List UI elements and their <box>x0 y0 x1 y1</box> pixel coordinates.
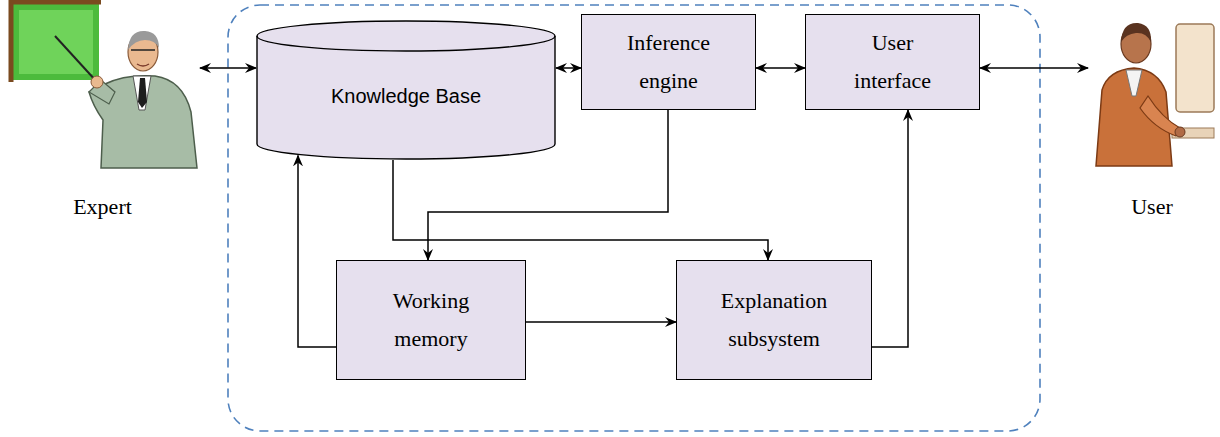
process-box: User interface <box>805 14 980 110</box>
node-label: Inference engine <box>614 24 724 100</box>
node-label: Expert <box>73 188 132 226</box>
user-illustration-part <box>1126 70 1142 96</box>
expert-illustration-part <box>11 2 101 82</box>
connector-arrow <box>526 321 676 323</box>
node-label: User <box>1131 188 1173 226</box>
node-label: Working memory <box>371 282 491 358</box>
connector-arrow <box>556 67 581 69</box>
process-box: Inference engine <box>581 14 756 110</box>
process-box: Explanation subsystem <box>676 260 872 380</box>
connector-arrow <box>872 110 908 347</box>
user-illustration-part <box>1175 127 1185 137</box>
process-box: Working memory <box>336 260 526 380</box>
cylinder-body <box>257 21 555 159</box>
expert-illustration-part <box>128 31 159 50</box>
expert-illustration-part <box>55 36 97 82</box>
expert-illustration-part <box>138 78 147 108</box>
user-illustration-part <box>1140 96 1180 136</box>
user-illustration <box>1088 0 1216 172</box>
expert-illustration-part <box>89 76 197 168</box>
dashed-boundary <box>228 5 1040 431</box>
node-label: Explanation subsystem <box>699 282 849 358</box>
expert-illustration-part <box>133 76 151 110</box>
connector-arrow <box>980 67 1088 69</box>
expert-illustration-part <box>137 64 149 66</box>
user-illustration-part <box>1172 128 1214 138</box>
user-figure: User <box>1088 0 1216 228</box>
user-illustration-part <box>1121 23 1151 42</box>
connector-arrow <box>200 67 256 69</box>
user-illustration-part <box>1176 24 1214 112</box>
node-label: User interface <box>838 24 948 100</box>
connector-arrow <box>756 67 805 69</box>
cylinder-rim <box>257 36 555 51</box>
knowledge-base-cylinder: Knowledge Base <box>256 20 556 160</box>
connector-arrow <box>393 160 768 260</box>
expert-illustration <box>5 0 200 172</box>
connector-arrow <box>298 155 336 347</box>
expert-figure: Expert <box>5 0 200 228</box>
node-label: Knowledge Base <box>331 83 481 109</box>
expert-illustration-part <box>131 49 155 51</box>
expert-illustration-part <box>91 76 103 88</box>
